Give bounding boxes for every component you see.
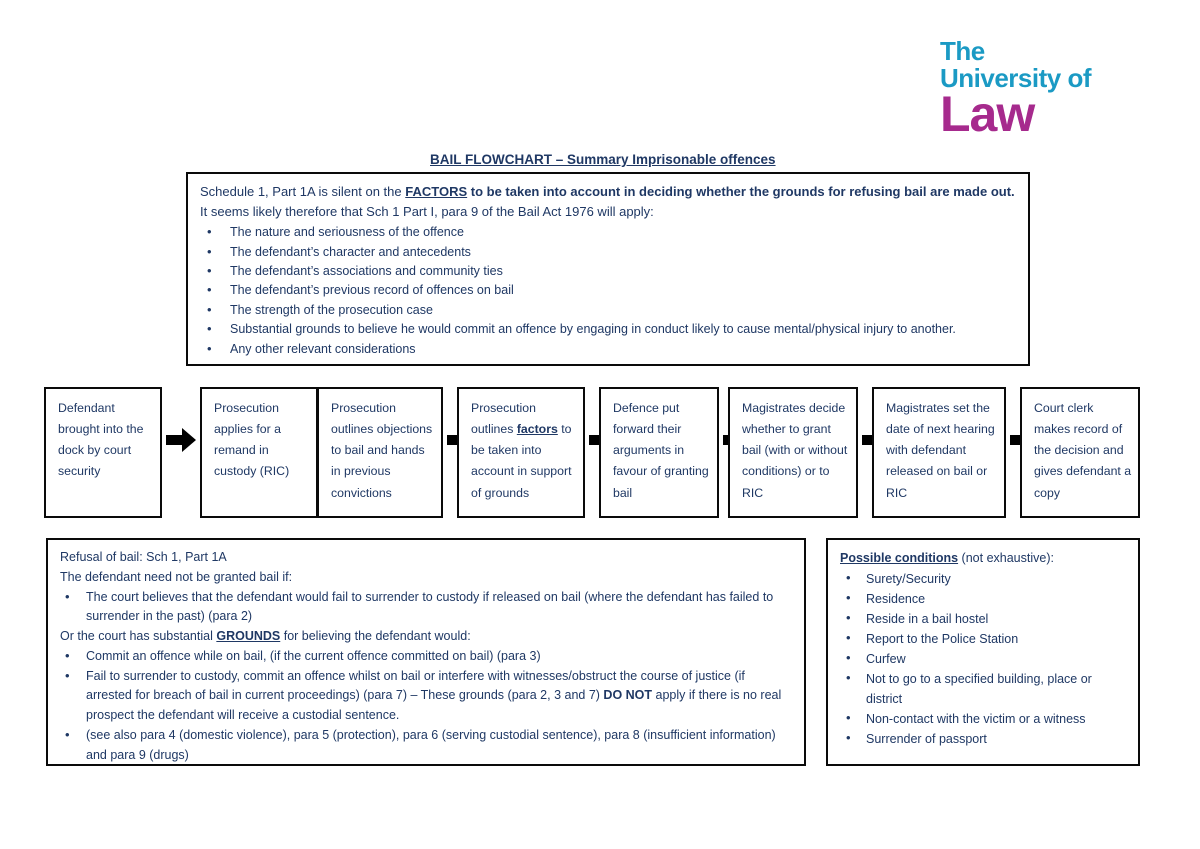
flow-step-5: Defence put forward their arguments in f… <box>599 387 719 518</box>
list-item: Reside in a bail hostel <box>840 608 1130 629</box>
factors-lead-part2: to be taken into account in deciding whe… <box>467 184 1015 199</box>
flow-step-7: Magistrates set the date of next hearing… <box>872 387 1006 518</box>
factors-lead-part3: It seems likely therefore that Sch 1 Par… <box>200 204 654 220</box>
list-item: The defendant’s character and antecedent… <box>200 242 1018 263</box>
conditions-heading-emphasis: Possible conditions <box>840 551 959 565</box>
flow-step-text-pre: Prosecution outlines <box>471 401 536 437</box>
factors-bullet-list: The nature and seriousness of the offenc… <box>200 222 1018 360</box>
flow-step-text: Prosecution outlines objections to bail … <box>331 401 433 500</box>
flow-step-4: Prosecution outlines factors to be taken… <box>457 387 585 518</box>
flow-step-text: Defence put forward their arguments in f… <box>613 401 709 500</box>
factors-lead-part1: Schedule 1, Part 1A is silent on the <box>200 184 406 199</box>
arrow-right-icon-1 <box>166 427 196 453</box>
refusal-of-bail-box: Refusal of bail: Sch 1, Part 1A The defe… <box>46 538 806 766</box>
list-item: The nature and seriousness of the offenc… <box>200 222 1018 243</box>
list-item: Surety/Security <box>840 568 1130 589</box>
flow-step-text: Magistrates set the date of next hearing… <box>886 401 995 500</box>
conditions-heading: Possible conditions (not exhaustive): <box>840 548 1130 568</box>
flow-step-text: Magistrates decide whether to grant bail… <box>742 401 848 500</box>
list-item: The strength of the prosecution case <box>200 300 1018 321</box>
flow-step-1: Defendant brought into the dock by court… <box>44 387 162 518</box>
list-item: The defendant’s previous record of offen… <box>200 280 1018 301</box>
refusal-grounds-line: Or the court has substantial GROUNDS for… <box>60 627 794 647</box>
list-item: The defendant’s associations and communi… <box>200 261 1018 282</box>
bullet3-pre: Fail to surrender to custody, commit an … <box>86 668 745 703</box>
page-title: BAIL FLOWCHART – Summary Imprisonable of… <box>430 152 776 167</box>
flow-step-3: Prosecution outlines objections to bail … <box>317 387 443 518</box>
flow-step-8: Court clerk makes record of the decision… <box>1020 387 1140 518</box>
flow-step-emphasis: factors <box>516 422 558 437</box>
refusal-heading: Refusal of bail: Sch 1, Part 1A <box>60 550 227 564</box>
factors-lead-paragraph: Schedule 1, Part 1A is silent on the FAC… <box>200 182 1018 222</box>
grounds-line-post: for believing the defendant would: <box>280 629 471 643</box>
grounds-line-pre: Or the court has substantial <box>60 629 217 643</box>
university-of-law-logo: The University of Law <box>940 38 1100 139</box>
logo-line-the: The <box>940 36 985 66</box>
list-item: Non-contact with the victim or a witness <box>840 708 1130 729</box>
factors-keyword: FACTORS <box>405 184 468 199</box>
conditions-list: Surety/Security Residence Reside in a ba… <box>840 568 1130 749</box>
flow-step-2: Prosecution applies for a remand in cust… <box>200 387 318 518</box>
possible-conditions-box: Possible conditions (not exhaustive): Su… <box>826 538 1140 766</box>
logo-line-university-of: University of <box>940 63 1092 93</box>
flow-step-text: Prosecution applies for a remand in cust… <box>214 401 290 479</box>
list-item: Not to go to a specified building, place… <box>840 668 1130 709</box>
list-item: Report to the Police Station <box>840 628 1130 649</box>
refusal-bullet-list-1: The court believes that the defendant wo… <box>60 587 794 628</box>
list-item: Any other relevant considerations <box>200 339 1018 360</box>
conditions-heading-rest: (not exhaustive): <box>958 551 1054 565</box>
list-item: (see also para 4 (domestic violence), pa… <box>60 725 794 764</box>
logo-line-law: Law <box>940 86 1035 142</box>
list-item: Surrender of passport <box>840 728 1130 749</box>
flowchart-row: Defendant brought into the dock by court… <box>44 387 1156 518</box>
list-item: The court believes that the defendant wo… <box>60 587 794 628</box>
list-item: Substantial grounds to believe he would … <box>200 319 1018 340</box>
list-item: Commit an offence while on bail, (if the… <box>60 646 794 667</box>
bullet3-post: apply if there is no real prospect the d… <box>86 688 782 722</box>
refusal-bullet-list-2: Commit an offence while on bail, (if the… <box>60 646 794 764</box>
flow-step-text: Court clerk makes record of the decision… <box>1034 401 1132 500</box>
grounds-keyword: GROUNDS <box>216 629 281 643</box>
list-item: Fail to surrender to custody, commit an … <box>60 665 794 726</box>
flow-step-text-post: to be taken into account in support of g… <box>471 422 572 500</box>
factors-box: Schedule 1, Part 1A is silent on the FAC… <box>186 172 1030 366</box>
flow-step-6: Magistrates decide whether to grant bail… <box>728 387 858 518</box>
list-item: Residence <box>840 588 1130 609</box>
flow-step-text: Defendant brought into the dock by court… <box>58 401 144 479</box>
bullet3-emphasis: DO NOT <box>603 688 653 703</box>
list-item: Curfew <box>840 648 1130 669</box>
refusal-subheading: The defendant need not be granted bail i… <box>60 569 293 584</box>
